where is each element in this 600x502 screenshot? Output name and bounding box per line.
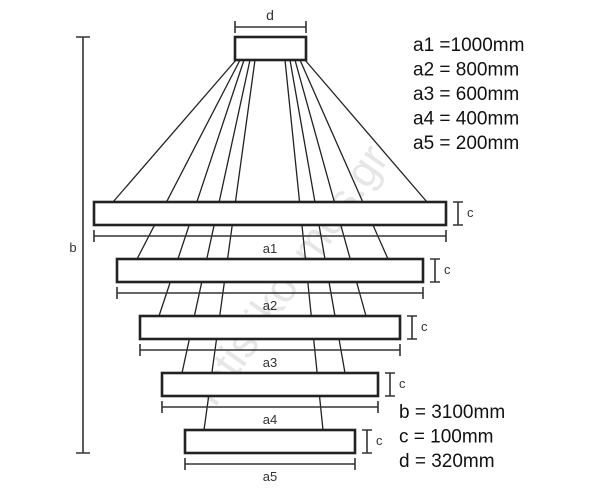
width-dimension-line [93, 230, 447, 242]
wire-right [304, 59, 428, 203]
ring-body [183, 428, 357, 455]
d-label: d [266, 7, 274, 23]
wire-right [284, 59, 324, 431]
width-label: a5 [263, 469, 277, 484]
d-dimension: d [234, 7, 307, 33]
height-dimension-line [430, 258, 440, 283]
height-label: c [421, 319, 428, 334]
specs-bottom: b = 3100mm c = 100mm d = 320mm [399, 402, 505, 472]
width-dimension-line [184, 458, 356, 470]
spec-line: a1 =1000mm [413, 35, 524, 56]
spec-line: b = 3100mm [399, 402, 505, 423]
width-dimension-line [161, 401, 379, 413]
height-label: c [444, 262, 451, 277]
height-label: c [376, 433, 383, 448]
width-dimension-line [139, 344, 401, 356]
ring-a4: a4 c [160, 371, 406, 427]
height-dimension-line [453, 201, 463, 226]
height-dimension-line [362, 429, 372, 454]
width-label: a1 [263, 241, 277, 256]
width-label: a2 [263, 298, 277, 313]
spec-line: c = 100mm [399, 427, 494, 448]
spec-line: a5 = 200mm [413, 133, 519, 154]
ring-body [138, 314, 402, 341]
ring-body [92, 200, 448, 227]
ring-body [115, 257, 425, 284]
wire-left [112, 59, 237, 203]
ring-body [160, 371, 380, 398]
height-dimension-line [407, 315, 417, 340]
spec-line: d = 320mm [399, 451, 495, 472]
canopy [233, 35, 308, 62]
ring-a3: a3 c [138, 314, 428, 370]
height-label: c [399, 376, 406, 391]
spec-line: a2 = 800mm [413, 60, 519, 81]
spec-line: a3 = 600mm [413, 84, 519, 105]
ring-a5: a5 c [183, 428, 383, 484]
b-dimension: b [69, 36, 90, 454]
height-label: c [467, 205, 474, 220]
wire-left [203, 59, 256, 431]
width-label: a4 [263, 412, 277, 427]
ring-a2: a2 c [115, 257, 451, 313]
width-dimension-line [116, 287, 424, 299]
b-label: b [69, 240, 76, 255]
rings: a1 c a2 c a3 c a4 c a5 c [92, 200, 474, 484]
spec-line: a4 = 400mm [413, 109, 519, 130]
ring-a1: a1 c [92, 200, 474, 256]
specs-top: a1 =1000mm a2 = 800mm a3 = 600mm a4 = 400mm… [413, 35, 524, 154]
height-dimension-line [385, 372, 395, 397]
width-label: a3 [263, 355, 277, 370]
